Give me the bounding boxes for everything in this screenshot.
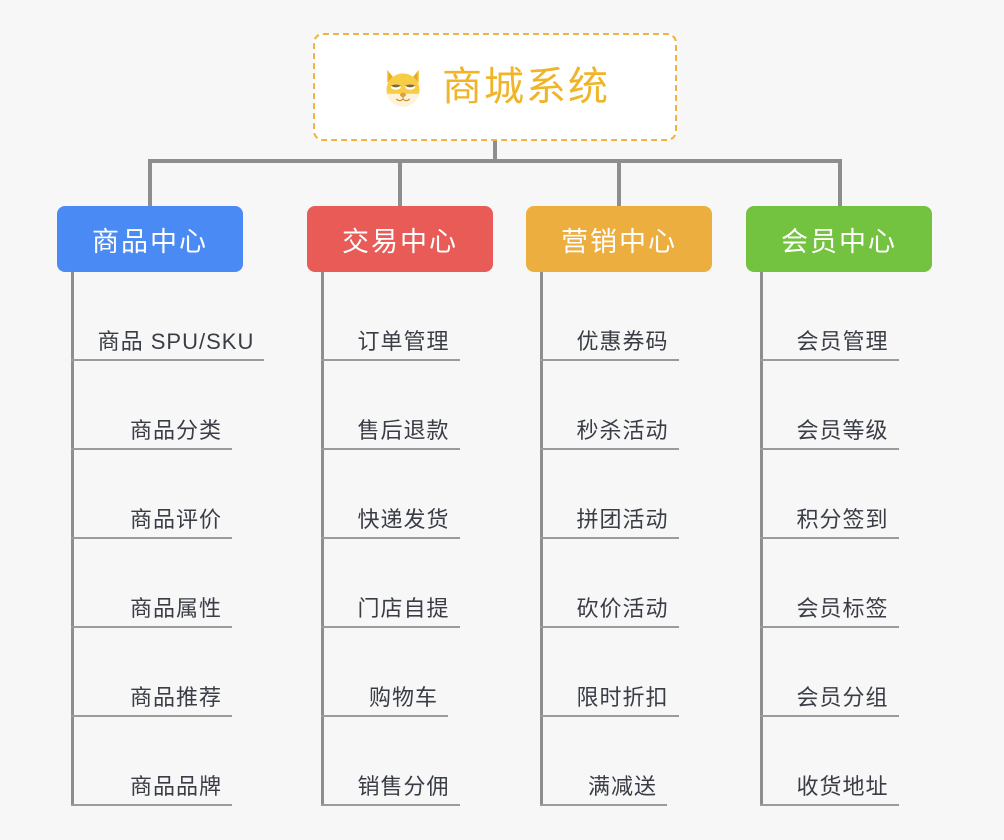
category-title-1: 商品中心 (92, 226, 208, 257)
leaf-item-label: 拼团活动 (576, 507, 669, 532)
leaf-item-label: 快递发货 (357, 507, 450, 532)
leaf-item-underline (760, 715, 899, 717)
leaf-item-underline (540, 537, 679, 539)
leaf-item[interactable]: 商品 SPU/SKU (71, 272, 281, 361)
leaf-item[interactable]: 购物车 (321, 628, 486, 717)
leaf-item-label: 售后退款 (357, 418, 450, 443)
leaf-item-label: 会员管理 (796, 329, 889, 354)
category-box-1[interactable]: 商品中心 (57, 206, 243, 272)
leaf-item-underline (71, 715, 232, 717)
category-title-3: 营销中心 (561, 226, 677, 257)
shiba-dog-icon (386, 69, 420, 107)
leaf-item-underline (71, 804, 232, 806)
connector-drop-column-3 (617, 159, 621, 209)
leaf-item-underline (540, 448, 679, 450)
leaf-item[interactable]: 订单管理 (321, 272, 486, 361)
leaf-item-underline (321, 804, 460, 806)
leaf-spine (760, 272, 763, 806)
leaf-item-label: 购物车 (368, 685, 438, 710)
leaf-item-label: 商品 SPU/SKU (97, 329, 255, 354)
leaf-item[interactable]: 商品推荐 (71, 628, 281, 717)
leaf-item-underline (321, 626, 460, 628)
connector-drop-column-2 (398, 159, 402, 209)
leaf-column-2: 订单管理售后退款快递发货门店自提购物车销售分佣 (321, 272, 486, 806)
category-box-4[interactable]: 会员中心 (746, 206, 932, 272)
connector-drop-column-1 (148, 159, 152, 209)
leaf-column-4: 会员管理会员等级积分签到会员标签会员分组收货地址 (760, 272, 925, 806)
leaf-item-underline (71, 537, 232, 539)
leaf-item-label: 限时折扣 (576, 685, 669, 710)
leaf-item[interactable]: 砍价活动 (540, 539, 705, 628)
leaf-item[interactable]: 拼团活动 (540, 450, 705, 539)
category-title-4: 会员中心 (781, 226, 897, 257)
leaf-item-label: 商品品牌 (129, 774, 222, 799)
leaf-item[interactable]: 销售分佣 (321, 717, 486, 806)
root-title: 商城系统 (442, 65, 610, 109)
leaf-item-underline (540, 804, 667, 806)
leaf-item-label: 订单管理 (357, 329, 450, 354)
leaf-item-label: 秒杀活动 (576, 418, 669, 443)
leaf-item-label: 商品属性 (129, 596, 222, 621)
leaf-column-1: 商品 SPU/SKU 商品分类商品评价商品属性商品推荐商品品牌 (71, 272, 281, 806)
leaf-item-label: 会员等级 (796, 418, 889, 443)
leaf-item[interactable]: 会员标签 (760, 539, 925, 628)
leaf-item-label: 积分签到 (796, 507, 889, 532)
leaf-item-underline (321, 715, 448, 717)
leaf-item-label: 满减送 (587, 774, 657, 799)
leaf-item-label: 销售分佣 (357, 774, 450, 799)
leaf-spine (321, 272, 324, 806)
connector-root-stem (493, 141, 497, 162)
leaf-item[interactable]: 积分签到 (760, 450, 925, 539)
leaf-item-label: 商品分类 (129, 418, 222, 443)
leaf-item-underline (760, 537, 899, 539)
leaf-item-underline (760, 359, 899, 361)
leaf-item-label: 优惠券码 (576, 329, 669, 354)
leaf-item-underline (71, 626, 232, 628)
leaf-item-underline (540, 359, 679, 361)
leaf-item-label: 会员标签 (796, 596, 889, 621)
leaf-item[interactable]: 商品分类 (71, 361, 281, 450)
leaf-item-underline (321, 359, 460, 361)
leaf-item-underline (71, 448, 232, 450)
leaf-item[interactable]: 会员等级 (760, 361, 925, 450)
category-box-3[interactable]: 营销中心 (526, 206, 712, 272)
leaf-item-label: 砍价活动 (576, 596, 669, 621)
leaf-item-label: 商品推荐 (129, 685, 222, 710)
leaf-item-label: 商品评价 (129, 507, 222, 532)
leaf-item-underline (321, 537, 460, 539)
category-box-2[interactable]: 交易中心 (307, 206, 493, 272)
leaf-item[interactable]: 售后退款 (321, 361, 486, 450)
leaf-item[interactable]: 秒杀活动 (540, 361, 705, 450)
leaf-spine (540, 272, 543, 806)
leaf-item[interactable]: 限时折扣 (540, 628, 705, 717)
connector-horizontal-bus (148, 159, 842, 163)
leaf-item[interactable]: 会员管理 (760, 272, 925, 361)
leaf-spine (71, 272, 74, 806)
leaf-item[interactable]: 商品属性 (71, 539, 281, 628)
root-node[interactable]: 商城系统 (313, 33, 677, 141)
leaf-item-label: 收货地址 (796, 774, 889, 799)
leaf-item-underline (760, 626, 899, 628)
leaf-column-3: 优惠券码秒杀活动拼团活动砍价活动限时折扣满减送 (540, 272, 705, 806)
leaf-item-underline (760, 448, 899, 450)
category-title-2: 交易中心 (342, 226, 458, 257)
leaf-item[interactable]: 满减送 (540, 717, 705, 806)
leaf-item[interactable]: 收货地址 (760, 717, 925, 806)
connector-drop-column-4 (838, 159, 842, 209)
leaf-item[interactable]: 快递发货 (321, 450, 486, 539)
leaf-item-underline (71, 359, 264, 361)
leaf-item[interactable]: 优惠券码 (540, 272, 705, 361)
leaf-item-label: 门店自提 (357, 596, 450, 621)
leaf-item-underline (540, 715, 679, 717)
leaf-item-label: 会员分组 (796, 685, 889, 710)
leaf-item[interactable]: 会员分组 (760, 628, 925, 717)
leaf-item[interactable]: 商品品牌 (71, 717, 281, 806)
leaf-item[interactable]: 商品评价 (71, 450, 281, 539)
leaf-item-underline (540, 626, 679, 628)
leaf-item-underline (760, 804, 899, 806)
leaf-item[interactable]: 门店自提 (321, 539, 486, 628)
leaf-item-underline (321, 448, 460, 450)
